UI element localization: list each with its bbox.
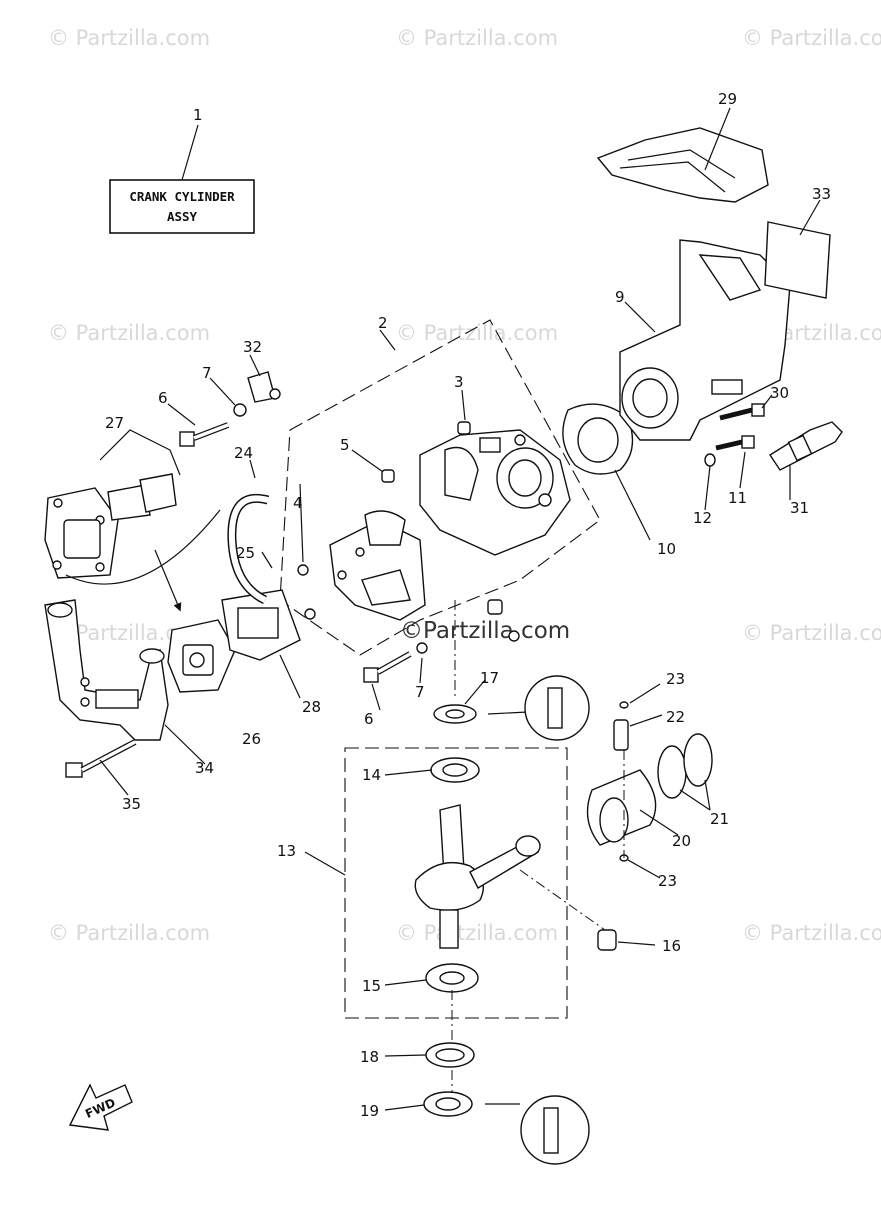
title-line-2: ASSY [167,209,198,224]
callout-23: 23 [666,670,685,688]
callout-18: 18 [360,1048,379,1066]
bearing-17 [433,600,590,741]
callout-9: 9 [615,288,625,306]
callout-20: 20 [672,832,691,850]
watermark: © Partzilla.com [396,321,558,345]
callout-7b: 7 [415,683,425,701]
leader-lines [99,107,821,1111]
watermark: © Partzilla.com [48,321,210,345]
gasket-29 [596,127,769,203]
watermark-center: ©Partzilla.com [400,618,570,644]
watermark: © Partzilla.com [48,921,210,945]
piston-ring [683,733,713,787]
gasket-10 [562,403,634,475]
callout-30: 30 [770,384,789,402]
title-box: CRANK CYLINDER ASSY [109,124,255,234]
reed-stopper [139,473,177,513]
cylinder-block [419,429,571,556]
reed-petal [107,484,151,521]
callout-6b: 6 [364,710,374,728]
callout-2: 2 [378,314,388,332]
bolts-upper-left [179,371,281,447]
exhaust-cover-9 [619,239,791,441]
lower-seals [423,990,590,1165]
watermark: © Partzilla.com [742,621,881,645]
fasteners-right [704,403,765,467]
callout-22: 22 [666,708,685,726]
callout-17: 17 [480,669,499,687]
callout-33: 33 [812,185,831,203]
watermarks: © Partzilla.com © Partzilla.com © Partzi… [48,26,881,945]
title-line-1: CRANK CYLINDER [129,189,235,204]
callout-16: 16 [662,937,681,955]
callout-13: 13 [277,842,296,860]
bolt-35 [65,739,137,778]
crankshaft-assembly [304,747,568,1019]
reed-valve-group [44,429,221,612]
callout-31: 31 [790,499,809,517]
callout-35: 35 [122,795,141,813]
callout-11: 11 [728,489,747,507]
watermark: © Partzilla.com [396,26,558,50]
callout-27: 27 [105,414,124,432]
callout-5: 5 [340,436,350,454]
callout-23b: 23 [658,872,677,890]
callout-7: 7 [202,364,212,382]
callout-4: 4 [293,494,303,512]
hose-24 [227,494,270,605]
fwd-arrow-icon: FWD [68,1083,133,1131]
watermark: © Partzilla.com [742,921,881,945]
spark-plug-31 [769,421,843,471]
intake-manifold [44,599,169,741]
callout-6: 6 [158,389,168,407]
callout-28: 28 [302,698,321,716]
callout-34: 34 [195,759,214,777]
callout-14: 14 [362,766,381,784]
label-33 [764,221,831,299]
cylinder-assembly-outline [279,319,601,656]
callout-3: 3 [454,373,464,391]
callout-29: 29 [718,90,737,108]
callout-10: 10 [657,540,676,558]
bolts-lower-left [363,642,428,683]
gasket-28 [221,589,301,661]
watermark: © Partzilla.com [396,921,558,945]
callout-24: 24 [234,444,253,462]
callout-21: 21 [710,810,729,828]
callout-25: 25 [236,544,255,562]
watermark: © Partzilla.com [742,26,881,50]
callout-1: 1 [193,106,203,124]
piston-ring [657,745,687,799]
piston-pin [613,719,629,751]
callout-15: 15 [362,977,381,995]
watermark: © Partzilla.com [48,26,210,50]
crankcase [329,510,426,621]
reed-valve-26 [167,619,236,693]
callout-19: 19 [360,1102,379,1120]
needle-bearing-16 [519,869,617,951]
callout-numbers: 1 2 3 4 5 6 6 7 7 9 10 11 12 13 14 15 16… [105,90,831,1120]
dowel-pins [297,421,520,642]
callout-32: 32 [243,338,262,356]
callout-26: 26 [242,730,261,748]
piston-group [586,701,713,862]
callout-12: 12 [693,509,712,527]
